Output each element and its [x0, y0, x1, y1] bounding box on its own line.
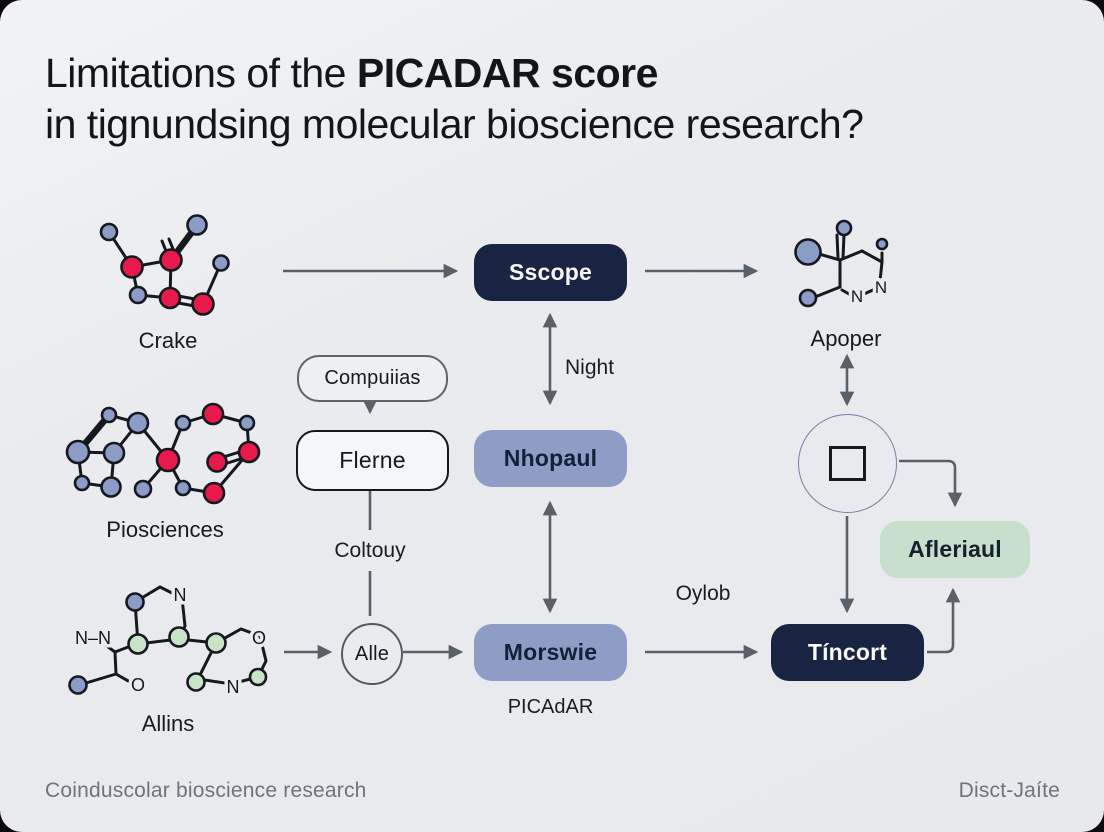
node-sscope: Sscope [474, 244, 627, 301]
piosciences-atoms [65, 402, 261, 505]
title-line1-regular: Limitations of the [45, 50, 357, 96]
crake-label: Crake [138, 328, 198, 353]
piosciences-label: Piosciences [106, 517, 224, 542]
arrow-tincort-to-afleriaul [927, 587, 961, 654]
allins-n-bottom: N [227, 677, 240, 697]
allins-label: Allins [141, 711, 195, 736]
edge-label-picadar: PICAdAR [507, 696, 594, 718]
title-line2: in tignundsing molecular bioscience rese… [45, 101, 864, 147]
apoper-atom-labels: N N [847, 275, 890, 310]
node-compuiias: Compuiias [297, 355, 448, 402]
apoper-n-right: N [875, 278, 887, 297]
decision-circle [798, 414, 897, 513]
allins-molecule: N N–N O O N [68, 582, 270, 701]
crake-molecule [99, 214, 230, 316]
allins-n-top: N [174, 585, 187, 605]
allins-o-bottom: O [131, 675, 145, 695]
node-morswie: Morswie [474, 624, 627, 681]
node-tincort: Tíncort [771, 624, 924, 681]
allins-n-n: N–N [75, 628, 111, 648]
apoper-label: Apoper [810, 326, 882, 351]
piosciences-molecule [65, 402, 261, 505]
apoper-atoms [794, 219, 889, 308]
allins-atoms [68, 592, 268, 695]
allins-o-right: O [252, 628, 266, 648]
edge-label-night: Night [565, 356, 615, 379]
apoper-n-bottom: N [851, 287, 863, 306]
footer-left-text: Coinduscolar bioscience research [45, 779, 367, 802]
title-line1: Limitations of the PICADAR score [45, 48, 863, 99]
square-icon [829, 446, 866, 481]
node-flerne: Flerne [296, 430, 449, 491]
title-line1-bold: PICADAR score [356, 50, 659, 96]
apoper-bonds [813, 233, 884, 299]
node-afleriaul: Afleriaul [880, 521, 1030, 578]
page-title: Limitations of the PICADAR score in tign… [45, 48, 864, 150]
node-alle: Alle [341, 623, 403, 685]
node-nhopaul: Nhopaul [474, 430, 627, 487]
footer-right-text: Disct-Jaíte [958, 779, 1060, 802]
crake-atoms [99, 214, 230, 316]
arrow-circle-to-afleriaul [899, 459, 963, 508]
edge-label-coltouy: Coltouy [334, 539, 406, 562]
apoper-molecule: N N [794, 219, 891, 310]
allins-atom-labels: N N–N O O N [71, 582, 269, 701]
edge-label-oylob: Oylob [675, 582, 731, 605]
